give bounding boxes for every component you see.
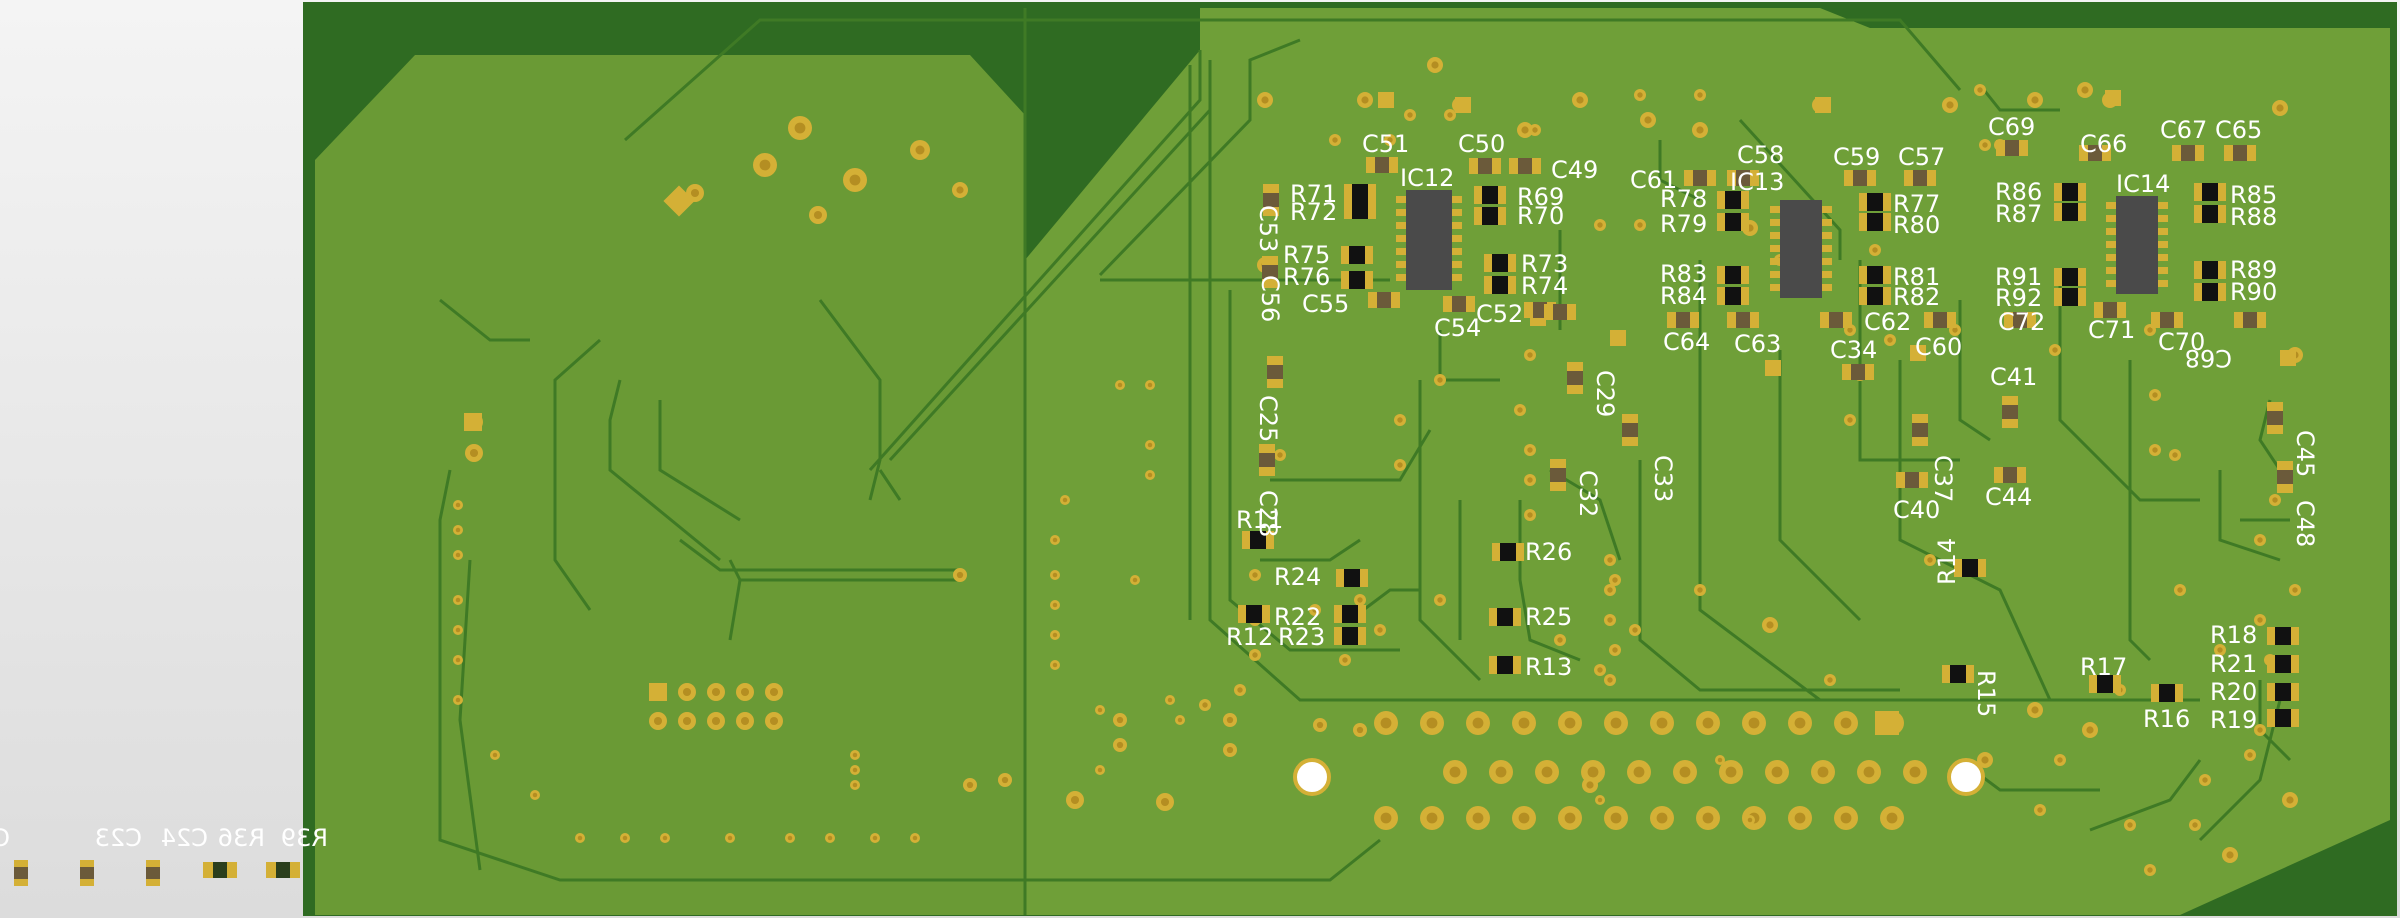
silk-ic13: IC13 (1730, 168, 1784, 196)
silk-c33: C33 (1649, 455, 1677, 502)
silk-r79: R79 (1660, 210, 1707, 238)
copper-traces (438, 8, 2292, 915)
silk-c69: C69 (1988, 113, 2035, 141)
silk-r86: R86 (1995, 178, 2042, 206)
silk-c71: C71 (2088, 316, 2135, 344)
silk-c44: C44 (1985, 483, 2032, 511)
silk-r70: R70 (1517, 202, 1564, 230)
silk-c51: C51 (1362, 130, 1409, 158)
silk-c66: C66 (2080, 130, 2127, 158)
silk-r78: R78 (1660, 185, 1707, 213)
silk-c56: C56 (1256, 275, 1284, 322)
silk-r16: R16 (2143, 705, 2190, 733)
silk-r72: R72 (1290, 198, 1337, 226)
silk-r92: R92 (1995, 284, 2042, 312)
offboard-label-c23: C23 (95, 824, 142, 852)
silk-c45: C45 (2291, 430, 2319, 477)
silk-r24: R24 (1274, 563, 1321, 591)
smd-components (1238, 140, 2299, 727)
silk-r82: R82 (1893, 283, 1940, 311)
offboard-label-c2: C2 (0, 824, 10, 852)
silk-r22: R22 (1274, 603, 1321, 631)
silk-r71: R71 (1290, 180, 1337, 208)
silk-r89: R89 (2230, 256, 2277, 284)
ic-ic14 (2106, 196, 2168, 294)
pads-and-vias (453, 57, 2303, 876)
silk-c72: C72 (1998, 308, 2045, 336)
silk-r18: R18 (2210, 621, 2257, 649)
offboard-label-r39: R39 (281, 824, 328, 852)
silk-c25: C25 (1254, 395, 1282, 442)
silk-c63: C63 (1734, 330, 1781, 358)
copper-pour-right (1025, 8, 2390, 915)
silk-c32: C32 (1574, 470, 1602, 517)
silk-c34: C34 (1830, 336, 1877, 364)
ic-ic13 (1770, 200, 1832, 298)
silk-r17: R17 (2080, 653, 2127, 681)
silk-c59: C59 (1833, 143, 1880, 171)
silk-r84: R84 (1660, 282, 1707, 310)
silk-c40: C40 (1893, 496, 1940, 524)
silk-r88: R88 (2230, 203, 2277, 231)
silk-r12: R12 (1226, 623, 1273, 651)
silk-c61: C61 (1630, 166, 1677, 194)
silk-r69: R69 (1517, 183, 1564, 211)
silk-c67: C67 (2160, 116, 2207, 144)
silk-r81: R81 (1893, 263, 1940, 291)
silk-c28: C28 (1254, 490, 1282, 537)
silk-r75: R75 (1283, 241, 1330, 269)
silk-c29: C29 (1591, 370, 1619, 417)
silk-r15: R15 (1972, 670, 2000, 717)
silk-r77: R77 (1893, 190, 1940, 218)
silk-c52: C52 (1476, 300, 1523, 328)
silk-r20: R20 (2210, 678, 2257, 706)
silk-c50: C50 (1458, 130, 1505, 158)
silk-r85: R85 (2230, 181, 2277, 209)
silk-c41: C41 (1990, 363, 2037, 391)
offboard-label-r36: R36 (218, 824, 265, 852)
silk-c49: C49 (1551, 156, 1598, 184)
silk-r90: R90 (2230, 278, 2277, 306)
silk-r13: R13 (1525, 653, 1572, 681)
silk-c58: C58 (1737, 141, 1784, 169)
silk-r19: R19 (2210, 706, 2257, 734)
silk-c54: C54 (1434, 314, 1481, 342)
silk-r73: R73 (1521, 250, 1568, 278)
silk-c65: C65 (2215, 116, 2262, 144)
offboard-label-c24: C24 (161, 824, 208, 852)
silk-c68: C68 (2185, 344, 2232, 372)
silk-r76: R76 (1283, 263, 1330, 291)
offboard-parts: C2 C23 C24 R36 R39 (0, 824, 328, 886)
silk-r91: R91 (1995, 263, 2042, 291)
silk-c53: C53 (1254, 205, 1282, 252)
silk-r80: R80 (1893, 211, 1940, 239)
silk-r87: R87 (1995, 200, 2042, 228)
silk-r26: R26 (1525, 538, 1572, 566)
copper-void (1025, 8, 1200, 260)
silk-c70: C70 (2158, 328, 2205, 356)
silk-c62: C62 (1864, 308, 1911, 336)
silk-c48: C48 (2291, 500, 2319, 547)
silk-r23: R23 (1278, 623, 1325, 651)
silk-r74: R74 (1521, 272, 1568, 300)
silk-r83: R83 (1660, 260, 1707, 288)
copper-pour-left (315, 55, 1025, 915)
silk-c37: C37 (1929, 455, 1957, 502)
silk-ic12: IC12 (1400, 164, 1454, 192)
silk-c55: C55 (1302, 290, 1349, 318)
ic-packages (1396, 190, 2168, 298)
silk-r21: R21 (2210, 650, 2257, 678)
silk-r14: R14 (1933, 538, 1961, 585)
board-corner (2180, 820, 2390, 915)
silk-r11: R11 (1236, 506, 1283, 534)
silk-c64: C64 (1663, 328, 1710, 356)
silk-c60: C60 (1915, 333, 1962, 361)
silk-c57: C57 (1898, 143, 1945, 171)
ic-ic12 (1396, 190, 1462, 290)
silk-ic14: IC14 (2116, 170, 2170, 198)
silk-r25: R25 (1525, 603, 1572, 631)
